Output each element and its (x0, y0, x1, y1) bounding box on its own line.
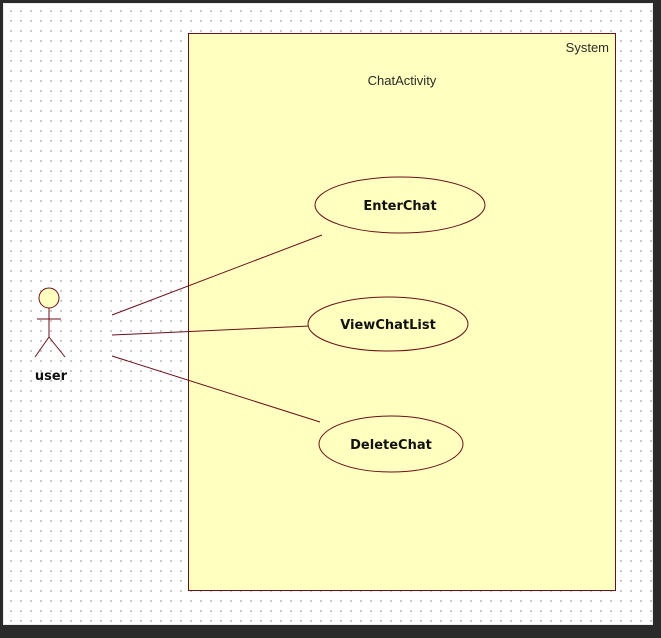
actor-label: user (35, 369, 68, 384)
actor-user[interactable]: user (34, 287, 68, 384)
use-case-label: EnterChat (363, 199, 436, 214)
actor-head-icon (38, 287, 60, 309)
associations (111, 234, 323, 423)
use-case-deletechat[interactable]: DeleteChat (318, 415, 464, 473)
association-viewchatlist[interactable] (111, 325, 311, 336)
actor-left-leg-icon (34, 336, 50, 358)
use-case-viewchatlist[interactable]: ViewChatList (307, 296, 469, 352)
use-case-label: ViewChatList (340, 318, 436, 333)
association-enterchat[interactable] (111, 234, 323, 316)
system-title: ChatActivity (368, 73, 437, 88)
association-deletechat[interactable] (111, 355, 321, 423)
use-case-label: DeleteChat (350, 438, 432, 453)
use-case-enterchat[interactable]: EnterChat (314, 176, 486, 234)
system-label: System (566, 40, 609, 55)
use-case-ellipse[interactable] (307, 296, 469, 352)
use-case-ellipse[interactable] (318, 415, 464, 473)
use-case-ellipse[interactable] (314, 176, 486, 234)
actor-right-leg-icon (48, 336, 66, 358)
